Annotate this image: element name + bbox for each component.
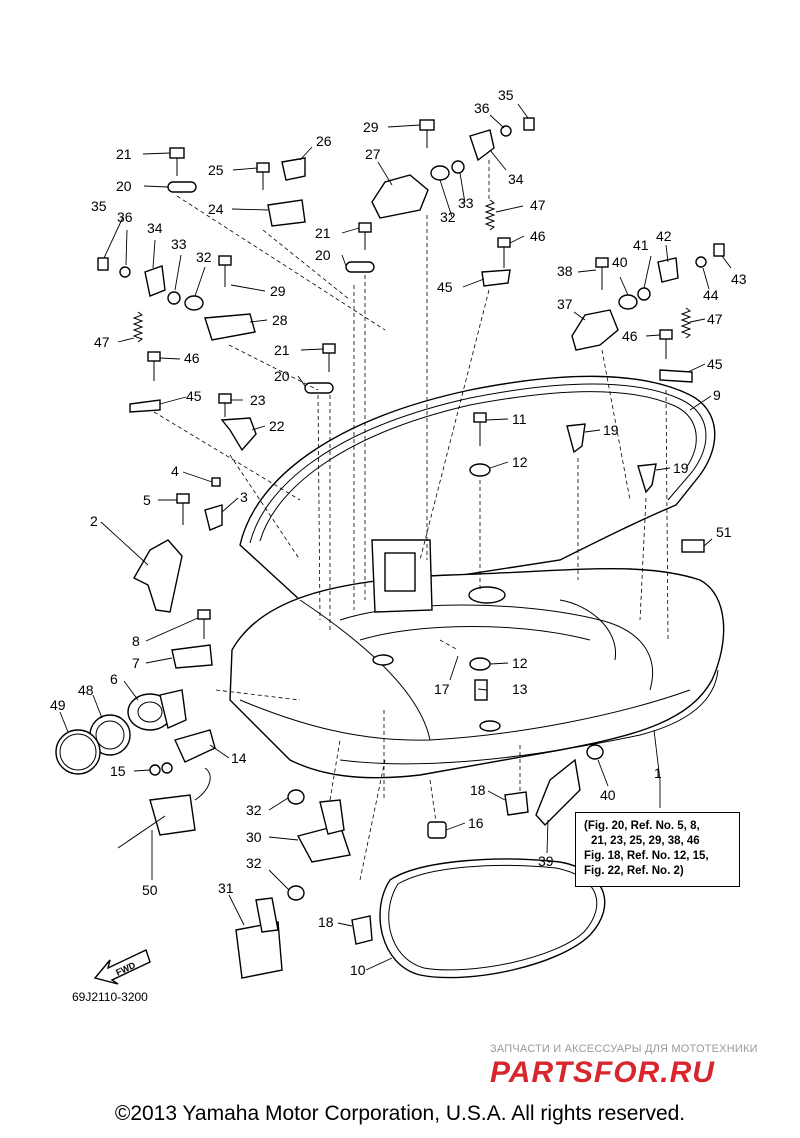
diagram-code: 69J2110-3200	[72, 990, 148, 1004]
callout-34b: 34	[147, 220, 163, 236]
callout-12b: 12	[512, 655, 528, 671]
reference-note-box: (Fig. 20, Ref. No. 5, 8, 21, 23, 25, 29,…	[575, 812, 740, 887]
callout-21c: 21	[274, 342, 290, 358]
bottom-cowling	[229, 375, 725, 779]
callout-13: 13	[512, 681, 528, 697]
callout-45a: 45	[437, 279, 453, 295]
callout-35b: 35	[91, 198, 107, 214]
callout-35a: 35	[498, 87, 514, 103]
callout-21b: 21	[315, 225, 331, 241]
callout-50: 50	[142, 882, 158, 898]
watermark-logo: PARTSFOR.RU	[490, 1056, 715, 1089]
callout-3: 3	[240, 489, 248, 505]
callout-40b: 40	[600, 787, 616, 803]
callout-4: 4	[171, 463, 179, 479]
callout-49: 49	[50, 697, 66, 713]
callout-33a: 33	[458, 195, 474, 211]
callout-19a: 19	[603, 422, 619, 438]
callout-29b: 29	[270, 283, 286, 299]
callout-11: 11	[512, 411, 527, 427]
callout-17: 17	[434, 681, 450, 697]
callout-12a: 12	[512, 454, 528, 470]
callout-43: 43	[731, 271, 747, 287]
callout-36a: 36	[474, 100, 490, 116]
callout-28: 28	[272, 312, 288, 328]
callout-20a: 20	[116, 178, 132, 194]
note-line-2: 21, 23, 25, 29, 38, 46	[591, 835, 700, 847]
assembly-guides	[153, 160, 669, 881]
callout-20c: 20	[274, 368, 290, 384]
callout-46c: 46	[622, 328, 638, 344]
callout-labels: 1 2 3 4 5 6 7 8 9 10 11 12 12 13 14 15 1…	[50, 87, 747, 978]
callout-36b: 36	[117, 209, 133, 225]
callout-19b: 19	[673, 460, 689, 476]
callout-41: 41	[633, 237, 649, 253]
callout-51: 51	[716, 524, 732, 540]
callout-44: 44	[703, 287, 719, 303]
callout-30: 30	[246, 829, 262, 845]
callout-24: 24	[208, 201, 224, 217]
callout-14: 14	[231, 750, 247, 766]
callout-23: 23	[250, 392, 266, 408]
callout-6: 6	[110, 671, 118, 687]
callout-47a: 47	[530, 197, 546, 213]
callout-46a: 46	[530, 228, 546, 244]
callout-31: 31	[218, 880, 234, 896]
callout-45b: 45	[186, 388, 202, 404]
callout-1: 1	[654, 765, 662, 781]
callout-27: 27	[365, 146, 381, 162]
callout-20b: 20	[315, 247, 331, 263]
callout-32d: 32	[246, 855, 262, 871]
callout-26: 26	[316, 133, 332, 149]
leader-lines	[59, 103, 732, 971]
callout-18b: 18	[318, 914, 334, 930]
callout-38: 38	[557, 263, 573, 279]
callout-47c: 47	[707, 311, 723, 327]
callout-18a: 18	[470, 782, 486, 798]
callout-39: 39	[538, 853, 554, 869]
note-line-1: (Fig. 20, Ref. No. 5, 8,	[584, 820, 700, 832]
callout-46b: 46	[184, 350, 200, 366]
hardware-parts	[55, 117, 725, 985]
callout-9: 9	[713, 387, 721, 403]
callout-15: 15	[110, 763, 126, 779]
callout-32b: 32	[196, 249, 212, 265]
callout-5: 5	[143, 492, 151, 508]
note-line-3: Fig. 18, Ref. No. 12, 15,	[584, 850, 709, 862]
callout-48: 48	[78, 682, 94, 698]
callout-32a: 32	[440, 209, 456, 225]
callout-16: 16	[468, 815, 484, 831]
exploded-parts-diagram: 1 2 3 4 5 6 7 8 9 10 11 12 12 13 14 15 1…	[50, 87, 747, 985]
callout-29a: 29	[363, 119, 379, 135]
callout-40a: 40	[612, 254, 628, 270]
callout-8: 8	[132, 633, 140, 649]
callout-21a: 21	[116, 146, 132, 162]
watermark-tagline: ЗАПЧАСТИ И АКСЕССУАРЫ ДЛЯ МОТОТЕХНИКИ	[490, 1043, 758, 1055]
callout-2: 2	[90, 513, 98, 529]
callout-25: 25	[208, 162, 224, 178]
callout-34a: 34	[508, 171, 524, 187]
callout-22: 22	[269, 418, 285, 434]
callout-37: 37	[557, 296, 573, 312]
callout-10: 10	[350, 962, 366, 978]
callout-32c: 32	[246, 802, 262, 818]
note-line-4: Fig. 22, Ref. No. 2)	[584, 865, 684, 877]
callout-42: 42	[656, 228, 672, 244]
seal-10	[379, 858, 606, 979]
callout-33b: 33	[171, 236, 187, 252]
callout-47b: 47	[94, 334, 110, 350]
callout-45c: 45	[707, 356, 723, 372]
copyright-notice: ©2013 Yamaha Motor Corporation, U.S.A. A…	[114, 1102, 686, 1125]
callout-7: 7	[132, 655, 140, 671]
